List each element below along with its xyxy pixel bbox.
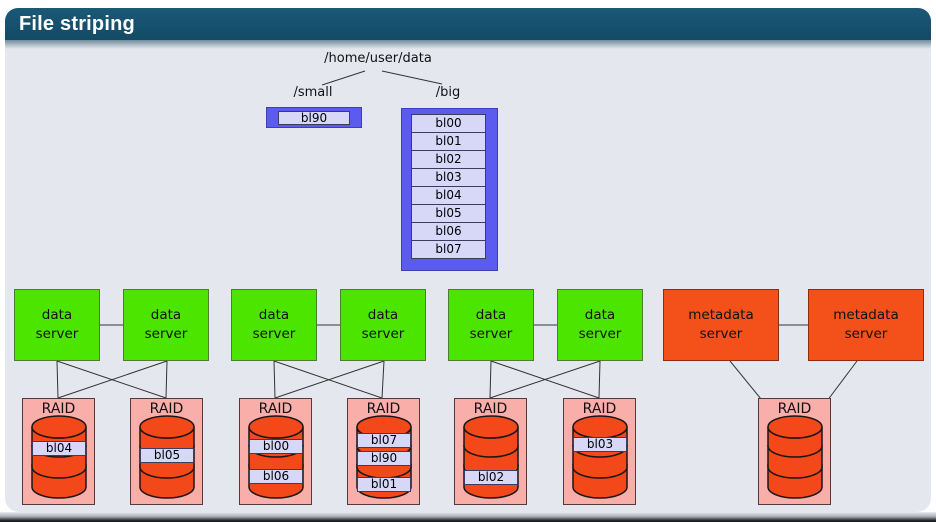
file-block: bl00 (411, 114, 486, 133)
file-block: bl05 (411, 204, 486, 223)
file-block: bl03 (411, 168, 486, 187)
raid-6: RAID bl03 (563, 398, 636, 505)
stored-block: bl05 (140, 448, 194, 463)
raid-label: RAID (366, 401, 401, 417)
data-server-1: data server (14, 289, 100, 361)
metadata-server-1: metadata server (663, 289, 779, 361)
file-block: bl04 (411, 186, 486, 205)
file-block: bl90 (278, 111, 350, 125)
file-block: bl06 (411, 222, 486, 241)
stored-block: bl04 (32, 441, 86, 456)
big-file-block-stack: bl00 bl01 bl02 bl03 bl04 bl05 bl06 bl07 (411, 114, 486, 259)
raid-label: RAID (41, 401, 76, 417)
data-server-5: data server (448, 289, 534, 361)
disk-stack-icon (572, 415, 628, 499)
raid-label: RAID (777, 401, 812, 417)
file-block: bl01 (411, 132, 486, 151)
title-bar: File striping (5, 8, 931, 40)
raid-label: RAID (258, 401, 293, 417)
big-file-box: bl00 bl01 bl02 bl03 bl04 bl05 bl06 bl07 (401, 108, 498, 271)
stored-block: bl02 (464, 470, 518, 485)
raid-label: RAID (582, 401, 617, 417)
file-block: bl07 (411, 240, 486, 259)
data-server-4: data server (340, 289, 426, 361)
raid-label: RAID (473, 401, 508, 417)
raid-3: RAID bl00 bl06 (239, 398, 312, 505)
data-server-2: data server (123, 289, 209, 361)
raid-label: RAID (149, 401, 184, 417)
raid-7: RAID (758, 398, 831, 505)
raid-2: RAID bl05 (130, 398, 203, 505)
raid-4: RAID bl07 bl90 bl01 (347, 398, 420, 505)
disk-stack-icon (31, 415, 87, 499)
metadata-server-2: metadata server (808, 289, 924, 361)
data-server-6: data server (557, 289, 643, 361)
disk-stack-icon (767, 415, 823, 499)
window-bottom-edge (0, 512, 936, 522)
raid-1: RAID bl04 (22, 398, 95, 505)
stored-block: bl01 (357, 477, 411, 492)
stored-block: bl90 (357, 451, 411, 466)
data-server-3: data server (231, 289, 317, 361)
stored-block: bl00 (249, 439, 303, 454)
title-bar-shadow (5, 40, 931, 49)
root-path-label: /home/user/data (324, 51, 432, 66)
small-file-box: bl90 (266, 107, 362, 128)
file-block: bl02 (411, 150, 486, 169)
stored-block: bl07 (357, 433, 411, 448)
raid-5: RAID bl02 (454, 398, 527, 505)
small-dir-label: /small (293, 85, 333, 100)
disk-stack-icon (463, 415, 519, 499)
page-title: File striping (19, 12, 135, 35)
stored-block: bl06 (249, 469, 303, 484)
disk-stack-icon (248, 415, 304, 499)
big-dir-label: /big (435, 85, 461, 100)
stored-block: bl03 (573, 437, 627, 452)
